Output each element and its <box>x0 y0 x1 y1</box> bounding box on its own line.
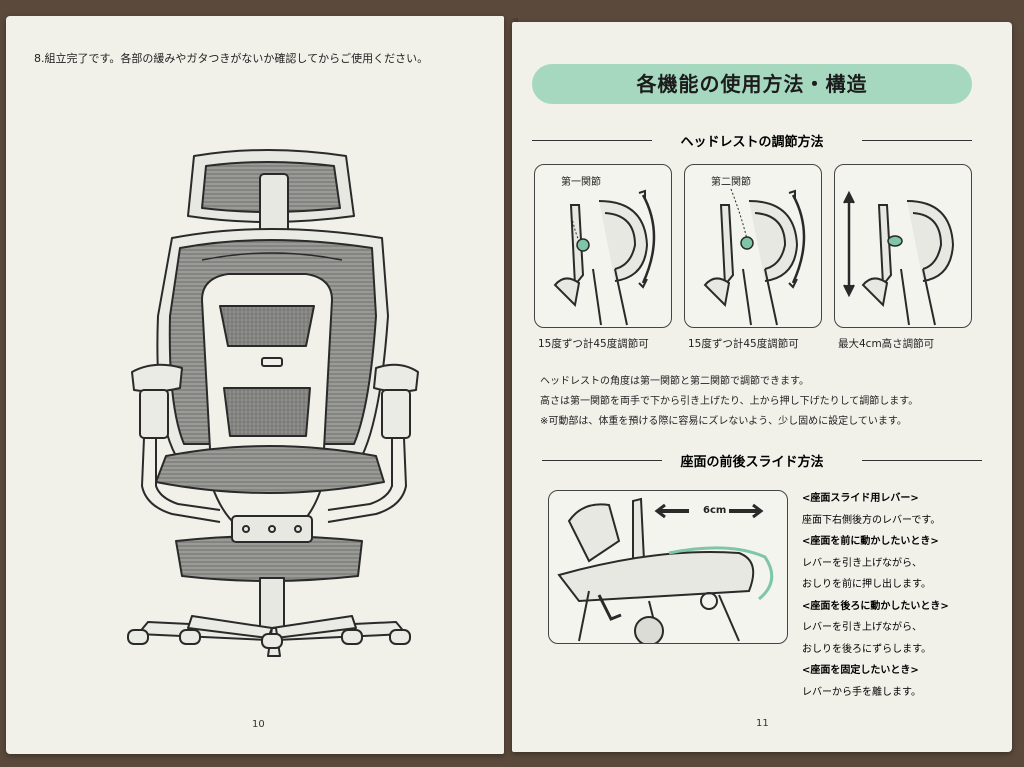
slide-item-line: レバーを引き上げながら、 <box>802 557 922 569</box>
page-number-right: 11 <box>756 718 769 729</box>
slide-item-line: おしりを後ろにずらします。 <box>802 643 932 655</box>
seat-slide-illustration: 6cm <box>548 490 788 644</box>
second-joint-label: 第二関節 <box>711 177 751 188</box>
slide-item-line: レバーを引き上げながら、 <box>802 622 922 633</box>
headrest-desc-line-1: ヘッドレストの角度は第一関節と第二関節で調節できます。 <box>540 376 809 387</box>
slide-item-title-1: <座面スライド用レバー> <box>802 493 919 504</box>
section-banner-title: 各機能の使用方法・構造 <box>532 64 972 104</box>
slide-distance-label: 6cm <box>703 505 727 516</box>
headrest-panel-second-joint: 第二関節 <box>684 164 822 328</box>
headrest-desc-line-3: ※可動部は、体重を預ける際に容易にズレないよう、少し固めに設定しています。 <box>540 416 907 427</box>
slide-item-title-3: <座面を後ろに動かしたいとき> <box>802 600 949 612</box>
seat-slide-instructions: <座面スライド用レバー> 座面下右側後方のレバーです。 <座面を前に動かしたいと… <box>802 488 949 703</box>
panel-caption-2: 15度ずつ計45度調節可 <box>688 338 799 350</box>
panel-caption-3: 最大4cm高さ調節可 <box>838 338 935 350</box>
seat-slide-heading-text: 座面の前後スライド方法 <box>680 455 824 470</box>
slide-item-line: レバーから手を離します。 <box>802 686 921 698</box>
seat-slide-heading: 座面の前後スライド方法 <box>532 450 982 470</box>
headrest-heading-text: ヘッドレストの調節方法 <box>680 135 824 150</box>
right-page: 各機能の使用方法・構造 ヘッドレストの調節方法 第一関節 <box>512 22 1012 752</box>
office-chair-illustration <box>127 149 419 657</box>
first-joint-label: 第一関節 <box>561 177 601 188</box>
left-page: 8.組立完了です。各部の緩みやガタつきがないか確認してからご使用ください。 <box>6 16 504 754</box>
headrest-desc-line-2: 高さは第一関節を両手で下から引き上げたり、上から押し下げたりして調節します。 <box>540 396 919 407</box>
panel-caption-1: 15度ずつ計45度調節可 <box>538 338 649 350</box>
slide-item-title-4: <座面を固定したいとき> <box>802 665 919 676</box>
headrest-panel-height <box>834 164 972 328</box>
headrest-panel-first-joint: 第一関節 <box>534 164 672 328</box>
assembly-complete-note: 8.組立完了です。各部の緩みやガタつきがないか確認してからご使用ください。 <box>34 52 429 65</box>
page-number-left: 10 <box>252 719 265 730</box>
headrest-heading: ヘッドレストの調節方法 <box>532 130 972 150</box>
slide-item-line: おしりを前に押し出します。 <box>802 579 931 590</box>
slide-item-title-2: <座面を前に動かしたいとき> <box>802 536 939 547</box>
slide-item-line: 座面下右側後方のレバーです。 <box>802 514 941 526</box>
